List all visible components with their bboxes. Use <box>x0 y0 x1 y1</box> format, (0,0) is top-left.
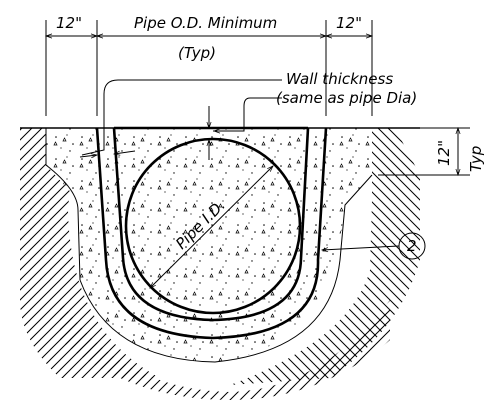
left-width-label: 12" <box>56 14 82 32</box>
typ-top-label: (Typ) <box>178 44 216 62</box>
callout-leader <box>320 245 400 253</box>
wall-arrow-left-b <box>112 150 136 156</box>
pipe-circle <box>124 137 302 315</box>
wall-thickness-line1: Wall thickness <box>286 70 393 88</box>
wall-inner <box>112 127 310 322</box>
callout-number: 2 <box>407 237 417 255</box>
depth-value-label: 12" <box>435 140 453 166</box>
wall-thickness-line2: (same as pipe Dia) <box>276 89 417 107</box>
native-soil-bottom <box>60 300 390 400</box>
right-width-label: 12" <box>336 14 362 32</box>
native-soil-right <box>230 128 420 385</box>
wall-arrow-left-a <box>79 153 99 159</box>
native-soil-left <box>20 128 160 378</box>
wall-leader-left <box>81 79 282 156</box>
bedding-outline <box>45 128 373 363</box>
wall-outer <box>95 127 328 340</box>
depth-typ-label: Typ <box>467 146 485 172</box>
pipe-od-label: Pipe O.D. Minimum <box>134 14 277 32</box>
pipe-id-dim-line <box>149 165 274 289</box>
wall-leader-right <box>213 97 282 132</box>
